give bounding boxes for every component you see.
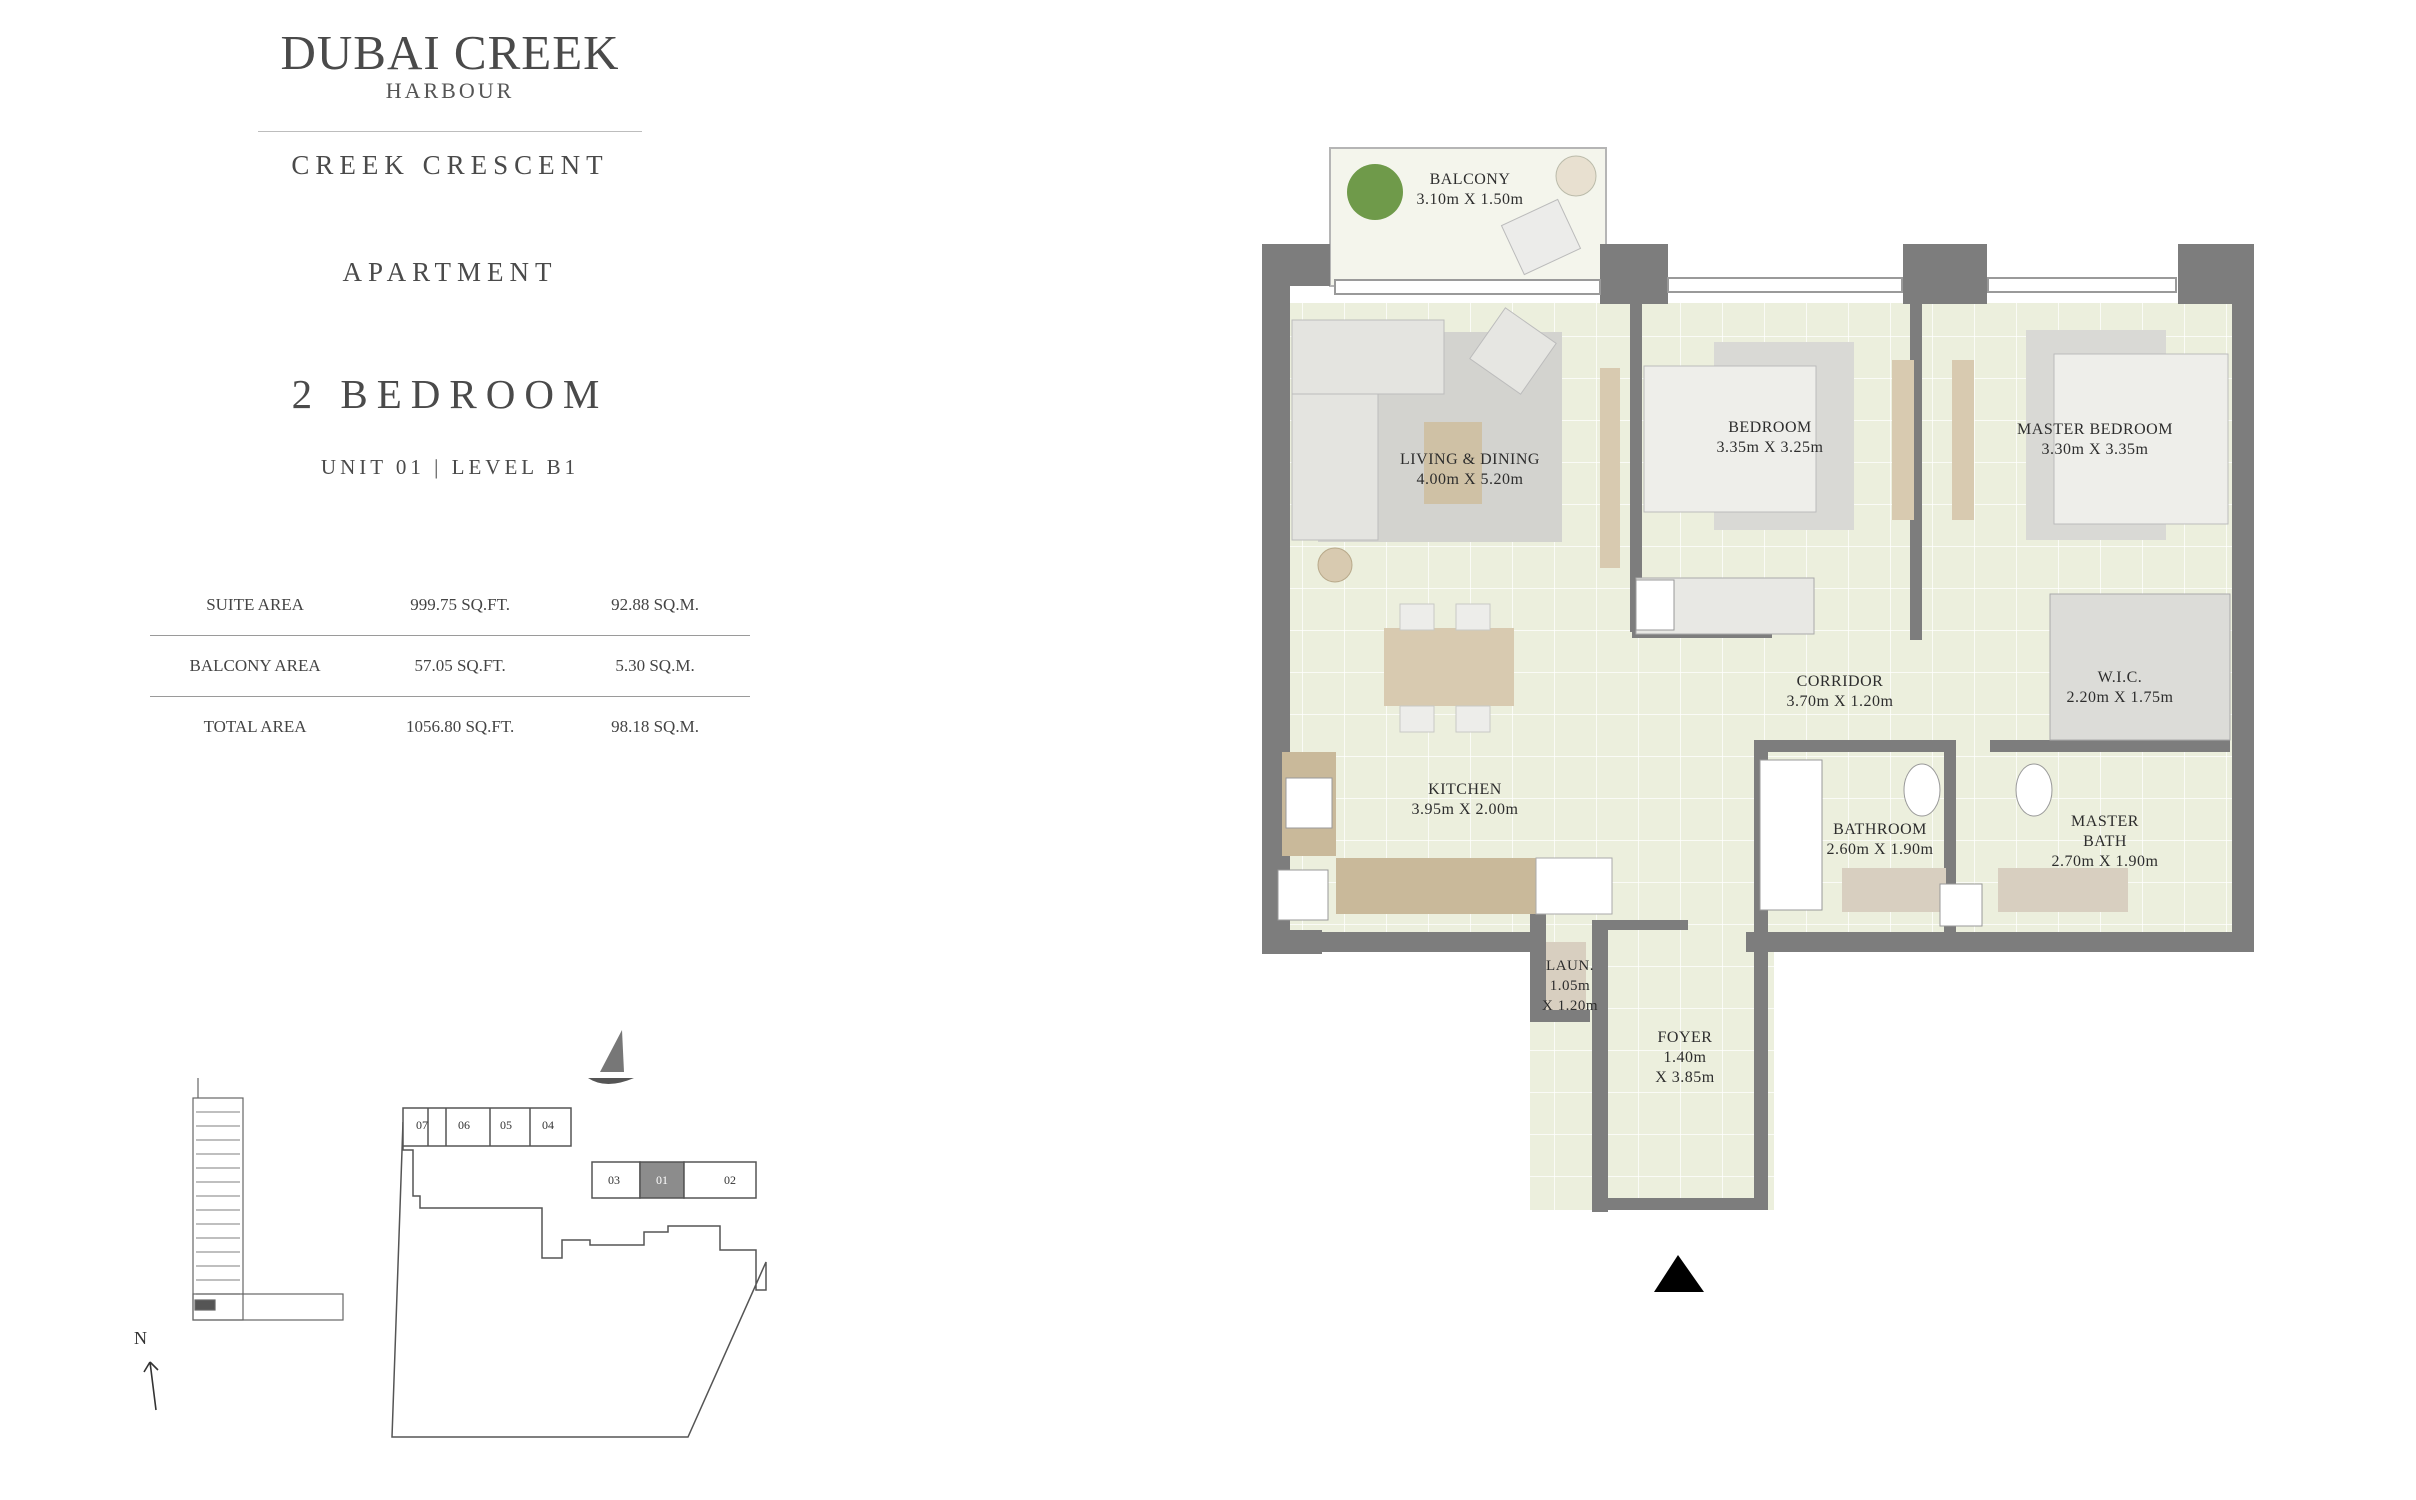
table-row: TOTAL AREA 1056.80 SQ.FT. 98.18 SQ.M. (150, 696, 750, 757)
master-vanity (1998, 868, 2128, 912)
fridge (1535, 857, 1613, 915)
key-unit: 06 (458, 1118, 470, 1132)
key-unit: 04 (542, 1118, 554, 1132)
brand-title: DUBAI CREEK (280, 25, 620, 80)
unit-level: UNIT 01 | LEVEL B1 (320, 455, 580, 479)
project-name: CREEK CRESCENT (291, 150, 609, 180)
area-sqm: 5.30 SQ.M. (560, 635, 750, 697)
entrance-arrow (1654, 1255, 1704, 1292)
north-arrow (143, 1361, 159, 1411)
area-label: SUITE AREA (206, 595, 304, 614)
dining-table (1384, 628, 1514, 706)
boat-icon (600, 1030, 624, 1072)
master-bed (2053, 353, 2229, 525)
master-tv-unit (1952, 360, 1974, 520)
side-table (1317, 547, 1353, 583)
walls (1262, 244, 2254, 1212)
area-sqft: 57.05 SQ.FT. (360, 635, 561, 697)
windows (1334, 277, 2177, 295)
brand-subtitle: HARBOUR (385, 78, 515, 103)
balcony-side-table (1555, 155, 1597, 197)
coffee-table (1424, 422, 1482, 504)
dining-chairs (1399, 603, 1491, 733)
wic-shelves (2049, 593, 2231, 741)
sofa-chaise (1291, 319, 1445, 395)
wic-label: W.I.C.2.20m X 1.75m (2066, 669, 2174, 706)
key-unit-highlighted: 01 (656, 1173, 668, 1187)
site-plan (391, 1107, 767, 1438)
building-elevation (192, 1078, 344, 1321)
area-sqm: 98.18 SQ.M. (560, 696, 750, 757)
toilet (1903, 763, 1941, 817)
property-type: APARTMENT (342, 257, 558, 287)
key-unit: 07 (416, 1118, 428, 1132)
laundry-unit (1546, 942, 1586, 1010)
bedroom-tv-unit (1892, 360, 1914, 520)
title-divider (258, 131, 642, 132)
key-unit: 05 (500, 1118, 512, 1132)
highlighted-unit (639, 1161, 685, 1199)
balcony-chair (1500, 198, 1582, 276)
armchair (1469, 307, 1557, 395)
table-row: SUITE AREA 999.75 SQ.FT. 92.88 SQ.M. (150, 575, 750, 636)
bedroom-bed (1643, 365, 1817, 513)
bedroom-shaft (1635, 579, 1675, 631)
bathtub (1759, 759, 1823, 911)
bath-shaft (1939, 883, 1983, 927)
kitchen-counter (1336, 858, 1540, 914)
bedroom-count: 2 BEDROOM (291, 371, 609, 417)
area-sqft: 999.75 SQ.FT. (410, 595, 510, 614)
area-sqft: 1056.80 SQ.FT. (360, 696, 561, 757)
area-label: BALCONY AREA (150, 635, 361, 697)
kitchen-shaft (1277, 869, 1329, 921)
area-table: SUITE AREA 999.75 SQ.FT. 92.88 SQ.M. BAL… (150, 575, 750, 757)
north-label: N (134, 1328, 147, 1348)
key-unit: 02 (724, 1173, 736, 1187)
table-row: BALCONY AREA 57.05 SQ.FT. 5.30 SQ.M. (150, 635, 750, 697)
hob (1285, 777, 1333, 829)
area-label: TOTAL AREA (150, 696, 361, 757)
bathroom-vanity (1842, 868, 1946, 912)
master-toilet (2015, 763, 2053, 817)
area-sqm: 92.88 SQ.M. (611, 595, 699, 614)
balcony-plant (1347, 164, 1403, 220)
tv-unit (1600, 368, 1620, 568)
key-unit: 03 (608, 1173, 620, 1187)
